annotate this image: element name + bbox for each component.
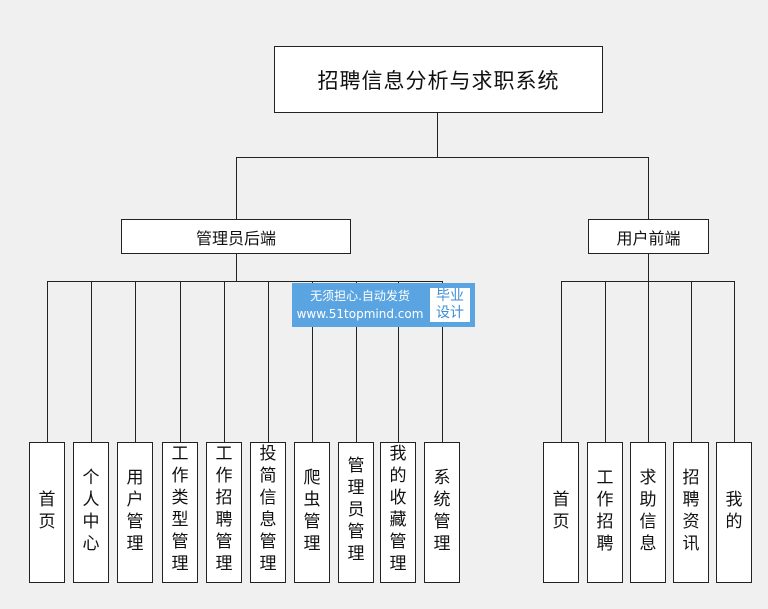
user-leaf-job-recruit: 工作招聘 [587,442,623,583]
connector [442,281,443,442]
watermark-text: 无须担心.自动发货 www.51topmind.com [292,283,428,327]
admin-leaf-resume-mgmt: 投简信息管理 [250,442,286,583]
admin-leaf-job-type-mgmt: 工作类型管理 [162,442,198,583]
connector [356,281,357,442]
connector [648,254,649,281]
watermark-badge-line2: 设计 [436,305,464,321]
connector [648,157,649,219]
connector [180,281,181,442]
admin-leaf-system-mgmt: 系统管理 [424,442,460,583]
user-leaf-mine: 我的 [716,442,752,583]
watermark-badge-line1: 毕业 [436,287,464,304]
connector [561,281,734,282]
connector [268,281,269,442]
leaf-label: 投简信息管理 [259,444,277,575]
user-label: 用户前端 [616,228,681,248]
leaf-label: 工作招聘管理 [215,444,233,575]
watermark-line2: www.51topmind.com [296,307,424,321]
connector [605,281,606,442]
admin-leaf-crawler-mgmt: 爬虫管理 [294,442,330,583]
connector [135,281,136,442]
leaf-label: 个人中心 [82,468,100,555]
connector [236,157,649,158]
root-label: 招聘信息分析与求职系统 [317,68,560,93]
leaf-label: 用户管理 [126,468,144,555]
admin-leaf-user-mgmt: 用户管理 [117,442,153,583]
connector [398,281,399,442]
leaf-label: 求助信息 [639,468,657,555]
watermark-badge: 毕业 设计 [428,286,472,324]
admin-leaf-favorites-mgmt: 我的收藏管理 [380,442,416,583]
user-leaf-recruit-news: 招聘资讯 [673,442,709,583]
user-node: 用户前端 [588,219,709,254]
user-leaf-home: 首页 [543,442,579,583]
leaf-label: 爬虫管理 [303,468,321,555]
connector [47,281,442,282]
connector [561,281,562,442]
user-leaf-help-info: 求助信息 [630,442,666,583]
connector [312,281,313,442]
leaf-label: 招聘资讯 [682,468,700,555]
connector [691,281,692,442]
admin-leaf-admin-mgmt: 管理员管理 [338,442,374,583]
connector [734,281,735,442]
leaf-label: 我的收藏管理 [389,444,407,575]
watermark-line1: 无须担心.自动发货 [310,289,410,303]
admin-leaf-job-recruit-mgmt: 工作招聘管理 [206,442,242,583]
admin-label: 管理员后端 [195,228,276,248]
admin-leaf-personal-center: 个人中心 [73,442,109,583]
admin-leaf-home: 首页 [29,442,65,583]
connector [224,281,225,442]
leaf-label: 首页 [552,490,570,533]
root-node: 招聘信息分析与求职系统 [274,46,603,113]
connector [437,113,438,157]
leaf-label: 工作类型管理 [171,444,189,575]
watermark-banner: 无须担心.自动发货 www.51topmind.com 毕业 设计 [292,283,475,327]
admin-node: 管理员后端 [121,219,351,254]
leaf-label: 系统管理 [433,468,451,555]
connector [236,157,237,219]
leaf-label: 工作招聘 [596,468,614,555]
leaf-label: 首页 [38,490,56,533]
connector [47,281,48,442]
leaf-label: 我的 [725,490,743,533]
leaf-label: 管理员管理 [347,456,365,565]
connector [91,281,92,442]
connector [648,281,649,442]
connector [236,254,237,281]
